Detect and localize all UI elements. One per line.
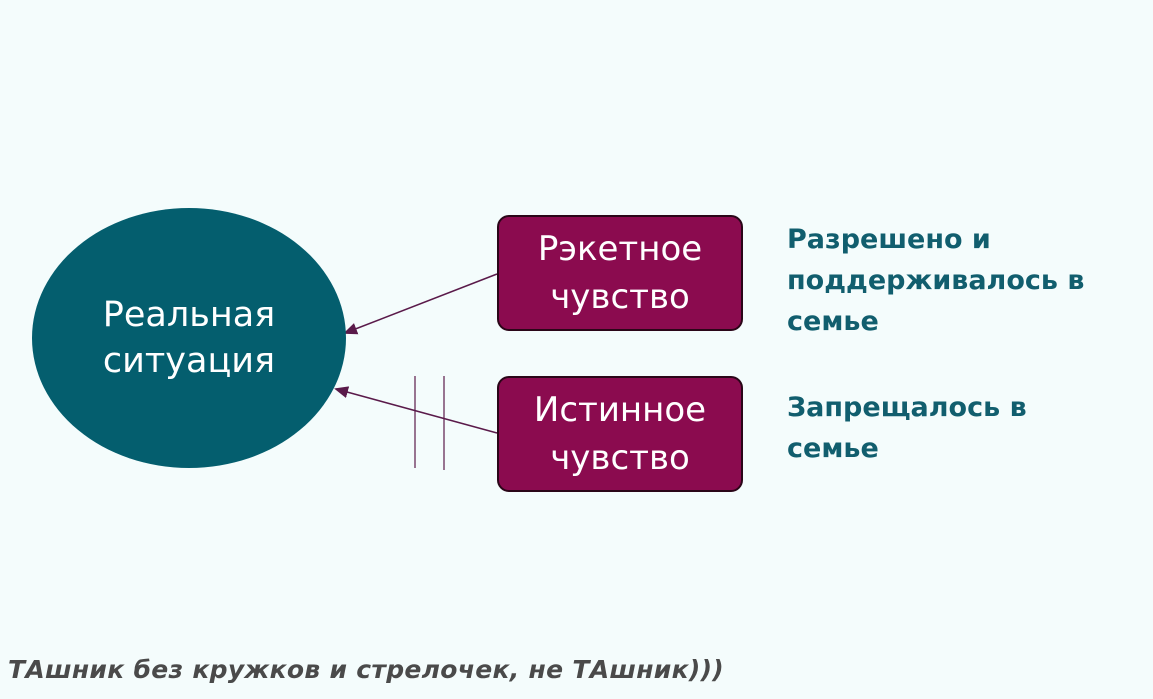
real-situation-node: Реальная ситуация	[32, 208, 346, 468]
racket-feeling-label: Рэкетное чувство	[537, 229, 703, 317]
arrow-racket-to-situation	[343, 273, 498, 335]
true-feeling-box: Истинное чувство	[497, 376, 743, 492]
caption-text: ТАшник без кружков и стрелочек, не ТАшни…	[8, 655, 725, 684]
true-feeling-note: Запрещалось в семье	[787, 392, 1027, 464]
racket-feeling-box: Рэкетное чувство	[497, 215, 743, 331]
racket-feeling-note: Разрешено и поддерживалось в семье	[787, 224, 1085, 337]
arrow-true-to-situation	[334, 386, 498, 434]
true-feeling-label: Истинное чувство	[533, 390, 707, 478]
real-situation-label: Реальная ситуация	[102, 295, 276, 381]
